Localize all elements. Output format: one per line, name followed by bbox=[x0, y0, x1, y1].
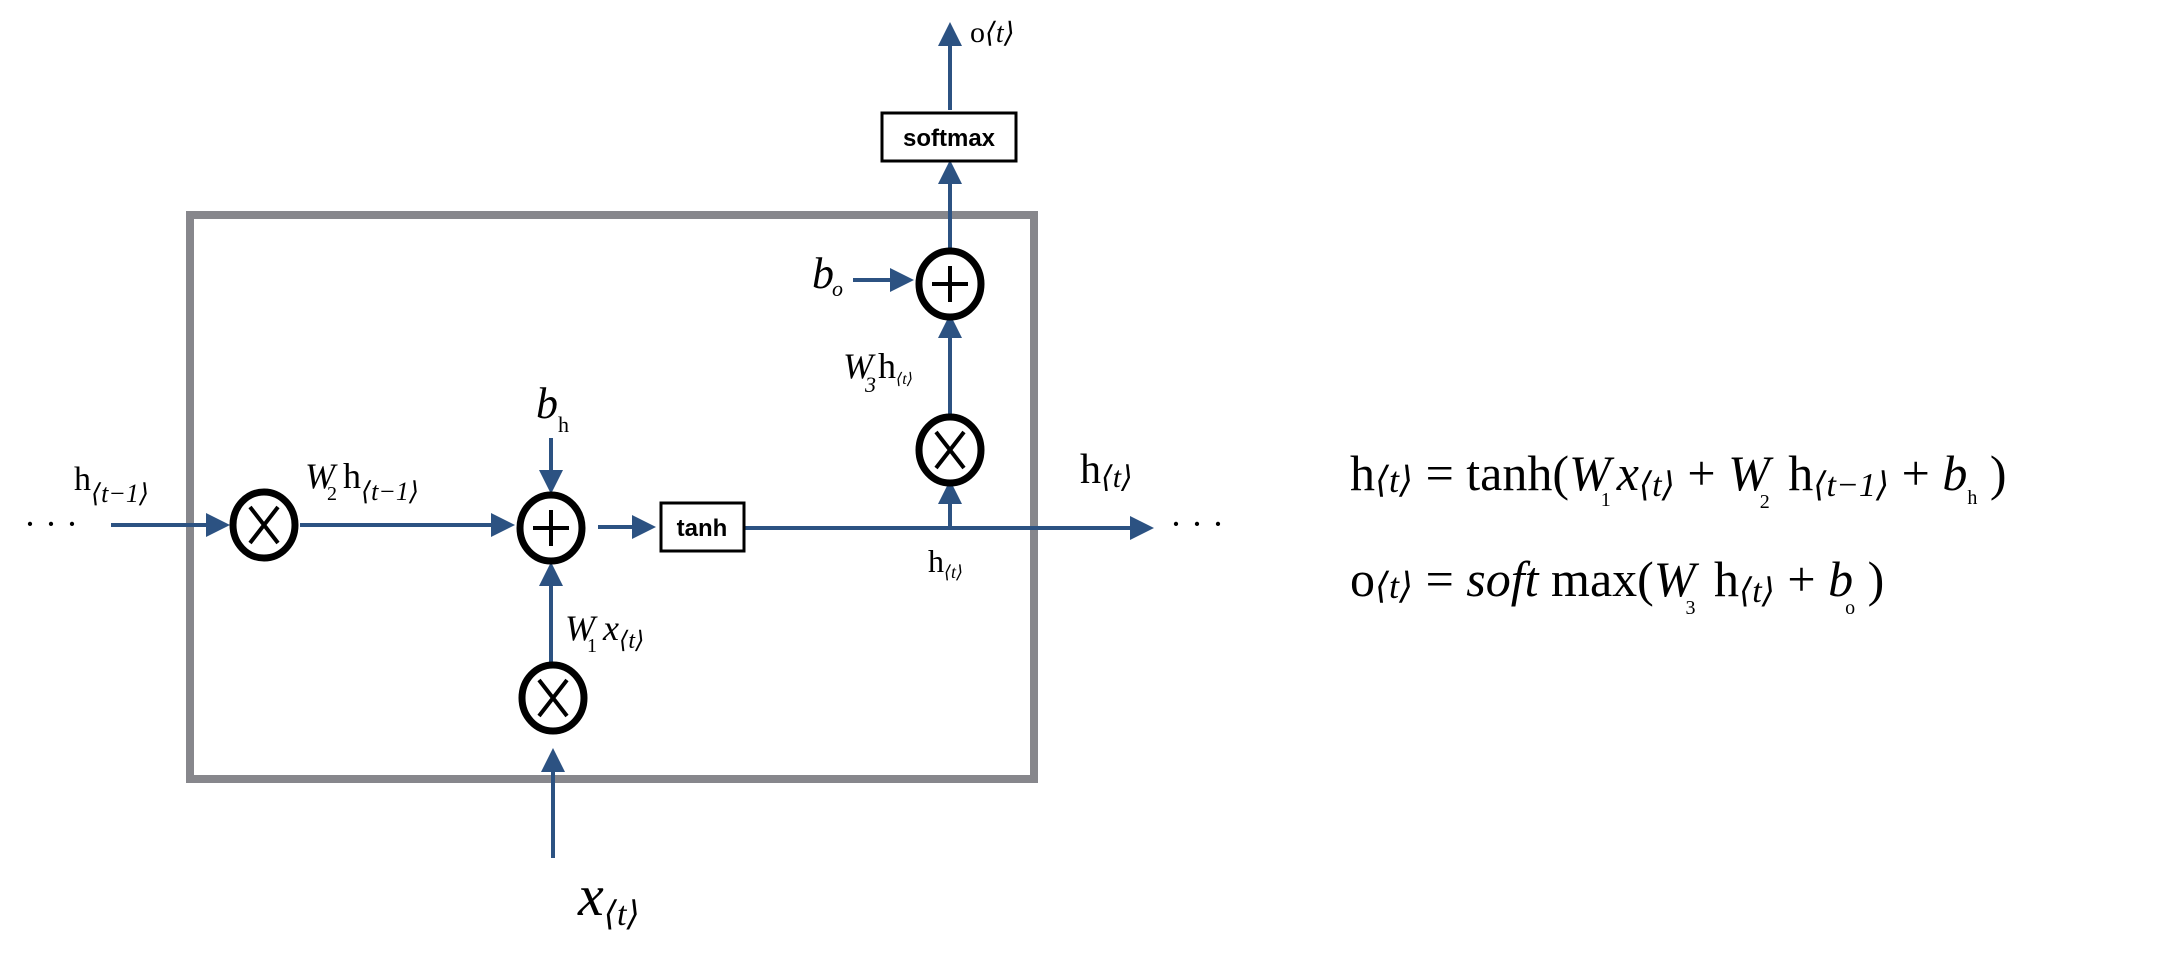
o-t-label: o⟨t⟩ bbox=[970, 16, 1015, 49]
h-t-right-label: h⟨t⟩ bbox=[1080, 447, 1133, 494]
multiply-icon bbox=[229, 488, 299, 562]
ellipsis-right: · · · bbox=[1170, 504, 1224, 544]
b-o-label: bo bbox=[812, 249, 843, 301]
h-prev-label: h⟨t−1⟩ bbox=[74, 461, 149, 508]
multiply-icon bbox=[915, 413, 985, 487]
add-icon bbox=[516, 491, 586, 565]
x-t-label: x⟨t⟩ bbox=[577, 863, 640, 933]
b-h-label: bh bbox=[536, 379, 569, 437]
add-icon bbox=[915, 247, 985, 321]
softmax-box: softmax bbox=[880, 111, 1018, 163]
tanh-box: tanh bbox=[659, 501, 746, 553]
h-t-below-label: h⟨t⟩ bbox=[928, 543, 963, 582]
ellipsis-left: · · · bbox=[24, 504, 78, 544]
svg-text:softmax: softmax bbox=[903, 125, 996, 152]
w3-h-label: W3h⟨t⟩ bbox=[843, 346, 913, 397]
multiply-icon bbox=[518, 661, 588, 735]
svg-text:tanh: tanh bbox=[677, 515, 728, 542]
rnn-cell-border bbox=[186, 211, 1038, 783]
